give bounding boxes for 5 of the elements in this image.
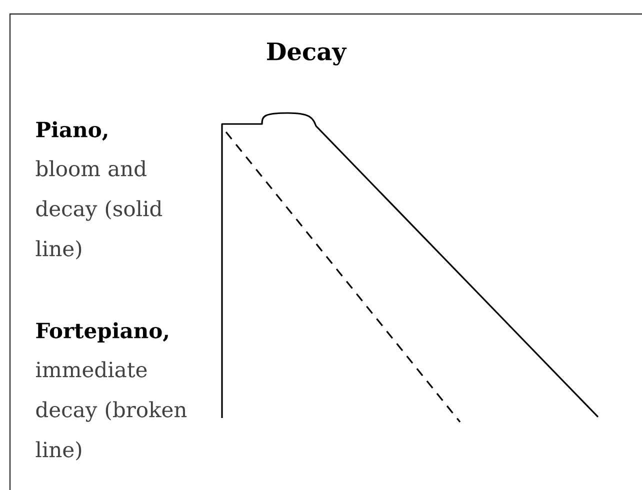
title: Decay	[267, 42, 347, 66]
legend-text: immediate decay (broken line)	[36, 361, 187, 460]
legend-heading: Fortepiano,	[36, 322, 168, 343]
legend-heading: Piano,	[36, 121, 108, 141]
legend-text: bloom and decay (solid line)	[36, 160, 162, 260]
